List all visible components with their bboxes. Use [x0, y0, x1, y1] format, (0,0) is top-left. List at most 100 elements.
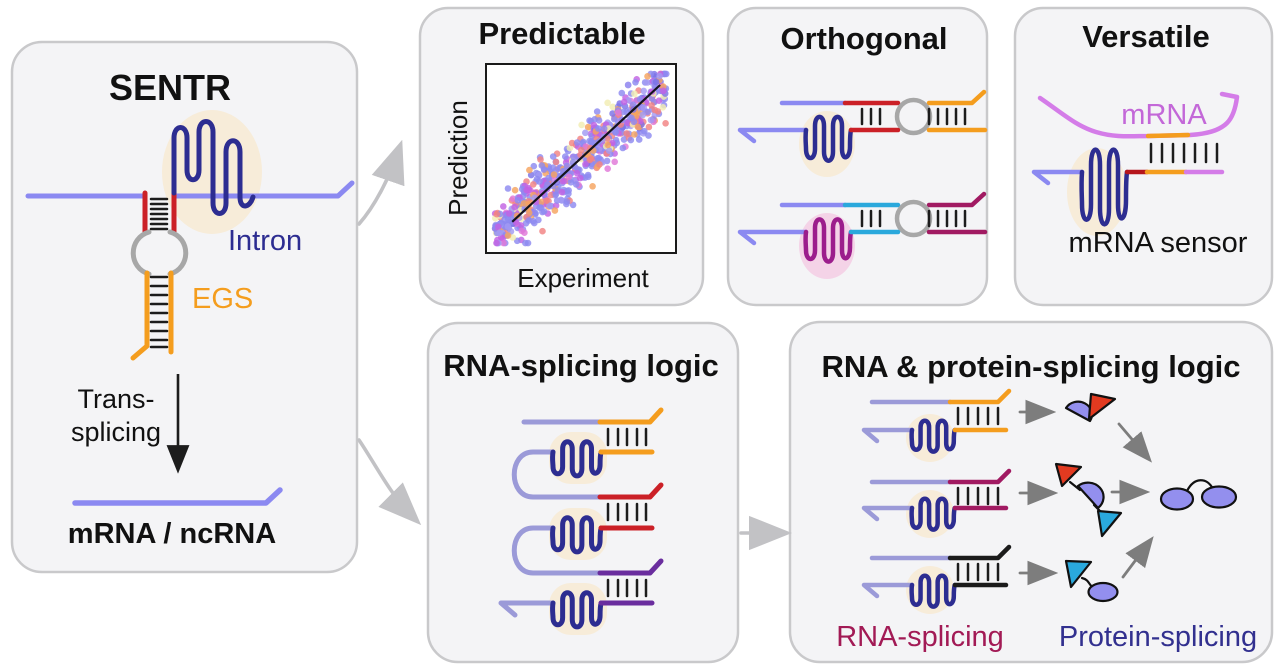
- scatter-point: [631, 131, 638, 138]
- duplex-ticks-icon: [927, 209, 967, 228]
- trans-splicing-label: splicing: [71, 417, 161, 447]
- scatter-point: [504, 215, 512, 223]
- scatter-point: [645, 132, 652, 139]
- scatter-point: [593, 108, 601, 115]
- scatter-point: [582, 160, 589, 168]
- scatter-point: [509, 195, 517, 202]
- scatter-point: [618, 89, 626, 97]
- scatter-point: [604, 141, 612, 149]
- ribozyme-5prime-arrow-icon: [861, 582, 915, 599]
- scatter-point: [662, 120, 669, 127]
- duplex-ticks-icon: [149, 197, 169, 231]
- protein-oval-icon: [1159, 487, 1195, 511]
- protein-oval-icon: [1087, 581, 1119, 603]
- scatter-point: [565, 173, 573, 181]
- sentr-title: SENTR: [109, 67, 231, 108]
- scatter-point: [504, 185, 512, 192]
- scatter-point: [595, 154, 603, 162]
- sentr-motif-row2: [861, 468, 1012, 538]
- mrna-sensor-caption: mRNA sensor: [1069, 227, 1248, 259]
- scatter-point: [543, 197, 550, 204]
- scatter-point: [551, 207, 559, 214]
- scatter-point: [563, 198, 571, 205]
- rna-splicing-logic-diagram: RNA-splicing logic: [443, 348, 719, 635]
- scatter-point: [545, 174, 552, 182]
- arrow-to-rna-logic-icon: [357, 438, 422, 526]
- scatter-point: [641, 127, 648, 135]
- scatter-point: [500, 203, 507, 210]
- scatter-point: [655, 97, 663, 104]
- scatter-point: [540, 166, 548, 173]
- scatter-point: [500, 239, 507, 247]
- target-strand-arrowhead-icon: [947, 544, 1012, 561]
- scatter-point: [552, 202, 560, 209]
- scatter-point: [578, 146, 585, 154]
- scatter-point: [521, 229, 528, 236]
- scatter-point: [632, 79, 639, 86]
- scatter-point: [561, 177, 568, 185]
- scatter-point: [634, 123, 642, 131]
- versatile-panel: [1013, 6, 1274, 307]
- duplex-ticks-icon: [860, 107, 882, 126]
- scatter-point: [562, 153, 569, 160]
- sentr-motif-row3: [861, 544, 1012, 614]
- scatter-point: [572, 181, 580, 188]
- intron-label: Intron: [228, 225, 302, 257]
- orthogonal-variant-a: [737, 89, 988, 177]
- egs-strand-arrowhead-icon: [130, 270, 150, 361]
- scatter-point: [605, 147, 613, 154]
- orthogonal-title: Orthogonal: [780, 21, 947, 56]
- scatter-point: [530, 162, 538, 170]
- scatter-point: [539, 227, 546, 235]
- target-strand-arrowhead-icon: [926, 191, 987, 208]
- duplex-ticks-icon: [956, 562, 1000, 582]
- sentr-panel: [10, 40, 359, 574]
- duplex-ticks-icon: [606, 578, 648, 598]
- scatter-point: [595, 117, 603, 124]
- scatter-points: [491, 70, 670, 247]
- protein-intermediate-2: [1054, 462, 1123, 538]
- scatter-point: [640, 87, 647, 95]
- protein-splicing-label: Protein-splicing: [1059, 621, 1257, 653]
- scatter-point: [549, 153, 557, 160]
- protein-half-oval-icon: [1076, 481, 1105, 510]
- scatter-point: [517, 222, 525, 229]
- scatter-point: [496, 229, 504, 236]
- scatter-point: [652, 78, 660, 86]
- scatter-point: [584, 123, 592, 131]
- scatter-point: [600, 125, 608, 132]
- scatter-point: [644, 79, 651, 86]
- ribozyme-5prime-arrow-icon: [737, 229, 809, 246]
- bulge-loop-icon: [130, 229, 152, 277]
- ribozyme-5prime-arrow-icon: [861, 505, 915, 522]
- scatter-point: [530, 217, 537, 225]
- scatter-point: [588, 155, 595, 162]
- versatile-title: Versatile: [1082, 19, 1210, 54]
- trans-splicing-label: Trans-: [77, 384, 154, 414]
- peptide-link: [1185, 479, 1215, 493]
- predictable-diagram: Predictable Prediction Experiment: [443, 16, 677, 293]
- fit-line: [511, 84, 661, 223]
- sentr-diagram: SENTR Intron EGS Trans- splicing mRNA / …: [25, 67, 355, 550]
- target-rna-strand-arrowhead-icon: [172, 180, 355, 199]
- ribozyme-squiggle-icon: [171, 119, 256, 216]
- protein-logic-title: RNA & protein-splicing logic: [821, 349, 1240, 384]
- scatter-point: [663, 70, 670, 78]
- scatter-point: [620, 108, 627, 116]
- scatter-point: [511, 203, 518, 211]
- scatter-point: [627, 136, 635, 144]
- scatter-point: [659, 104, 667, 111]
- scatter-point: [530, 181, 537, 188]
- protein-intermediate-3: [1064, 559, 1119, 603]
- scatter-point: [494, 223, 502, 230]
- scatter-point: [609, 103, 616, 111]
- target-strand-arrowhead-icon: [926, 89, 987, 106]
- scatter-point: [628, 114, 635, 122]
- scatter-point: [568, 139, 576, 147]
- orthogonal-diagram: Orthogonal: [737, 21, 988, 279]
- scatter-point: [612, 128, 619, 136]
- chain-u-turn-strand: [511, 525, 603, 576]
- target-strand-arrowhead-icon: [597, 482, 664, 500]
- scatter-point: [589, 183, 596, 190]
